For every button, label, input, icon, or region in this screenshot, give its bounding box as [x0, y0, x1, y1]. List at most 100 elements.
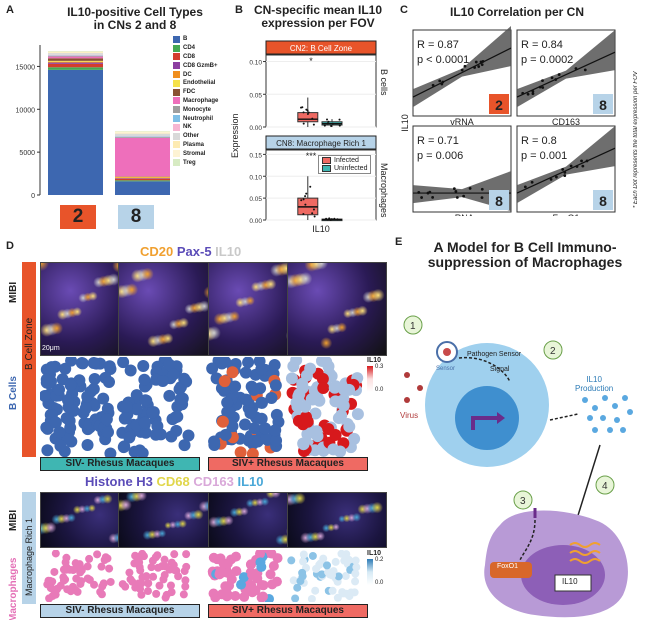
cell-dot: [40, 373, 53, 386]
scatter-point: [530, 180, 534, 184]
cell-dot: [296, 377, 309, 390]
mibi-image-mac-neg-2: [118, 492, 218, 548]
scatter-point: [521, 91, 525, 95]
cell-dot: [271, 576, 282, 587]
cn-badge-label: 8: [599, 97, 607, 113]
cell-dot: [248, 422, 261, 435]
cell-dot: [265, 569, 276, 580]
panel-e-model-diagram: 1 2 3 4: [403, 315, 633, 618]
scatter-point: [531, 92, 535, 95]
cbar-top-title: IL10: [367, 357, 382, 364]
jitter-point: [326, 218, 329, 221]
cell-dot: [340, 556, 349, 565]
cbar-bottom-title: IL10: [367, 550, 382, 557]
cell-dot: [229, 380, 242, 393]
cell-dot: [208, 435, 221, 448]
cell-dot: [75, 357, 88, 370]
bar-segment-b-cn2: [48, 69, 103, 195]
scatter-point: [477, 65, 481, 68]
cell-dot: [338, 588, 347, 597]
scatter-point: [438, 79, 442, 83]
bar-segment-cd8-gzmb--cn8: [115, 178, 170, 179]
cell-dot: [64, 379, 77, 392]
scatter-point: [454, 189, 458, 193]
x-axis-label: FoxO1: [552, 213, 579, 216]
cell-dot: [270, 434, 283, 447]
legend-item: Macrophage: [173, 97, 231, 106]
cell-dot: [62, 394, 75, 407]
cell-dot: [222, 567, 233, 578]
cell-dot: [317, 382, 330, 395]
cbar-bottom-min: 0.0: [375, 580, 384, 586]
bar-segment-plasma-cn8: [115, 133, 170, 134]
cell-dot: [87, 357, 100, 369]
cell-dot: [104, 447, 117, 457]
scatter-point: [481, 59, 485, 63]
cell-dot: [289, 576, 298, 585]
cn-badge-0: [489, 94, 509, 114]
cell-dot: [102, 375, 115, 388]
cell-dot: [136, 447, 149, 457]
r-value: R = 0.71: [417, 135, 459, 147]
cell-dot: [69, 566, 78, 575]
cell-dot: [351, 577, 360, 586]
signal-label: Signal: [490, 366, 510, 373]
cell-dot: [156, 375, 169, 388]
cell-dot: [220, 581, 231, 592]
jitter-point: [306, 112, 309, 115]
cell-dot: [322, 423, 335, 436]
scatter-point: [583, 68, 587, 72]
cell-dot: [88, 373, 101, 386]
panel-label-e: E: [395, 236, 403, 248]
regression-line: [516, 147, 616, 194]
y-tick-label: 0.15: [249, 152, 262, 159]
cell-dot: [100, 413, 113, 426]
bar-segment-plasma-cn2: [48, 52, 103, 54]
confidence-band: [517, 126, 615, 204]
band-siv-pos-top: SIV+ Rhesus Macaques: [208, 457, 368, 471]
legend-label: CD8 GzmB+: [183, 62, 218, 69]
cell-dot: [171, 410, 184, 423]
scatter-point: [463, 64, 467, 68]
cell-dot: [63, 414, 76, 427]
y-axis-label: Expression: [230, 113, 240, 158]
step-circles: [403, 315, 615, 510]
cell-dot: [146, 406, 159, 419]
regression-line: [412, 47, 512, 98]
legend-swatch: [173, 159, 180, 167]
y-tick-label: 10000: [16, 107, 36, 114]
scatter-point: [541, 86, 545, 89]
jitter-point: [311, 117, 314, 120]
step-3: 3: [520, 496, 526, 507]
scatter-point: [550, 76, 554, 80]
scatter-point: [555, 175, 558, 179]
cn-badge-2: [489, 190, 509, 210]
cell-dot: [226, 420, 239, 433]
cell-dot: [327, 443, 340, 456]
cell-dot: [290, 357, 303, 367]
cell-dot: [216, 415, 229, 428]
secretion-arrow: [549, 413, 579, 421]
cell-dot: [268, 561, 279, 572]
cell-dot: [90, 580, 99, 589]
cell-dot: [147, 563, 156, 572]
cell-dot: [138, 573, 147, 582]
cell-dot: [161, 562, 170, 571]
b-cell-zone-label: B Cell Zone: [24, 317, 35, 370]
y-tick-label: 15000: [16, 64, 36, 71]
jitter-point: [305, 192, 308, 195]
cell-dot: [219, 357, 232, 368]
cell-dot: [250, 585, 261, 596]
scatter-point: [569, 164, 573, 168]
scatter-point: [574, 67, 578, 70]
cell-dot: [176, 392, 189, 405]
cell-dot: [124, 364, 137, 377]
legend-label: Plasma: [183, 141, 205, 148]
y-tick-label: 0: [31, 193, 35, 200]
scatter-point: [538, 85, 542, 89]
scatter-point: [563, 174, 567, 178]
cell-dot: [93, 550, 102, 559]
p-value: p = 0.0002: [521, 54, 573, 66]
foxo1-label: FoxO1: [497, 563, 519, 570]
